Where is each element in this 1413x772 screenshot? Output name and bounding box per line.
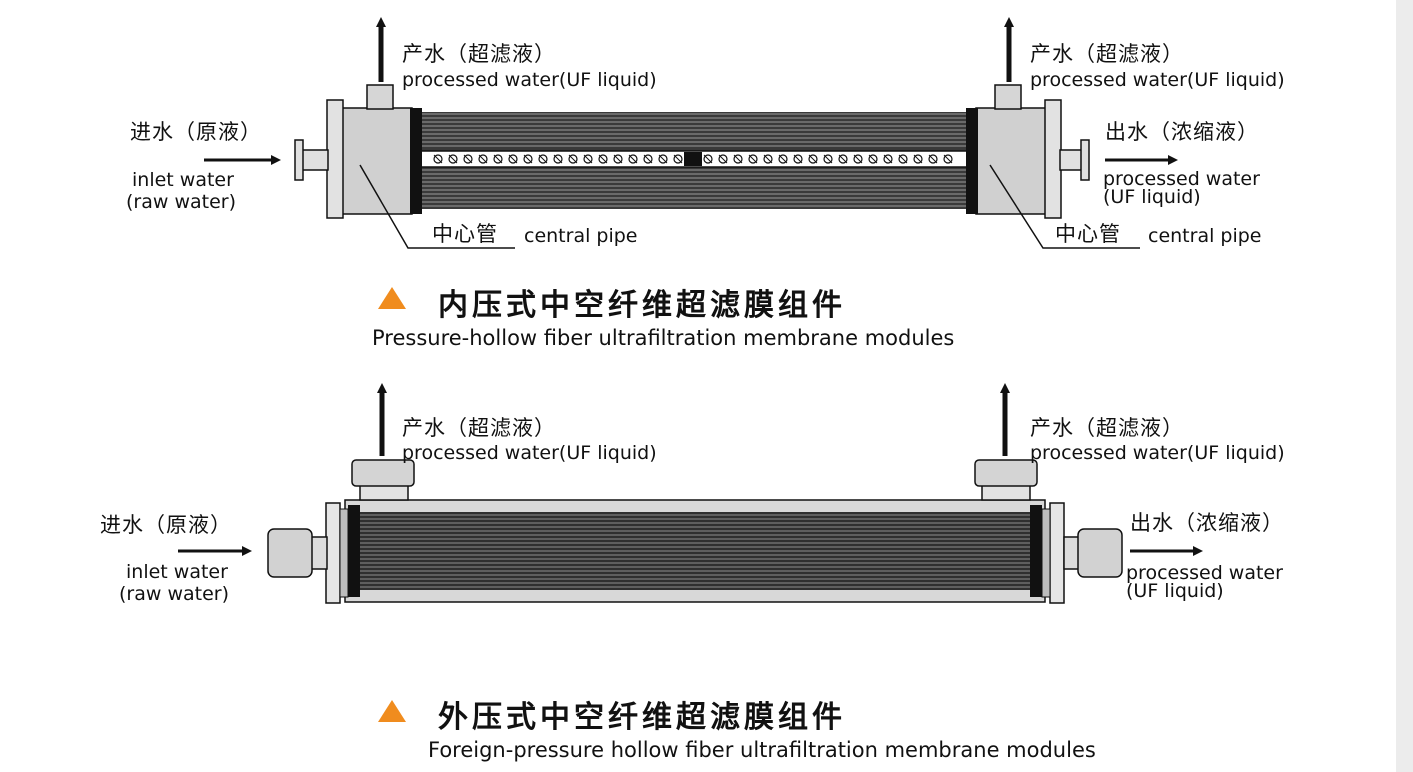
pipe-perforation-mark — [733, 154, 743, 164]
outer-left-outlet-label-en: processed water(UF liquid) — [402, 442, 657, 464]
pipe-perforation-mark — [553, 154, 563, 164]
pipe-perforation-mark — [643, 154, 653, 164]
pipe-perforation-mark — [568, 154, 578, 164]
inner-exit-label-zh: 出水（浓缩液） — [1105, 120, 1259, 144]
inner-left-pipe-label-zh: 中心管 — [432, 222, 498, 246]
pipe-center-coupling — [684, 152, 702, 166]
pipe-perforation-mark — [583, 154, 593, 164]
inner-left-outlet-label-zh: 产水（超滤液） — [402, 42, 556, 66]
inner-inlet-label-en-2: (raw water) — [126, 191, 236, 213]
pipe-perforation-mark — [943, 154, 953, 164]
inner-left-flange — [326, 99, 344, 219]
pipe-perforation-mark — [658, 154, 668, 164]
outer-fiber-lines — [360, 514, 1030, 588]
pipe-perforation-mark — [853, 154, 863, 164]
inner-right-flange — [1044, 99, 1062, 219]
outer-title-en: Foreign-pressure hollow fiber ultrafiltr… — [428, 738, 1096, 762]
outer-exit-label-en-1: processed water — [1126, 562, 1283, 584]
pipe-perforation-mark — [838, 154, 848, 164]
outer-right-flange-inner — [1041, 508, 1051, 598]
inner-inlet-label-zh: 进水（原液） — [130, 120, 262, 144]
pipe-perforation-mark — [928, 154, 938, 164]
outer-right-outlet-label-zh: 产水（超滤液） — [1030, 416, 1184, 440]
pipe-perforation-mark — [463, 154, 473, 164]
pipe-perforation-mark — [793, 154, 803, 164]
outer-pressure-module — [178, 383, 1203, 604]
inner-left-header — [341, 107, 413, 215]
pipe-perforation-mark — [778, 154, 788, 164]
inner-right-header — [975, 107, 1047, 215]
outer-left-outlet-nozzle — [351, 459, 415, 487]
outer-left-outlet-label-zh: 产水（超滤液） — [402, 416, 556, 440]
inner-right-outlet-label-en: processed water(UF liquid) — [1030, 69, 1285, 91]
inner-inlet-pipe-stub — [301, 149, 329, 171]
outer-inlet-port — [267, 528, 313, 578]
inner-title-zh: 内压式中空纤维超滤膜组件 — [438, 288, 846, 323]
outer-exit-label-en-2: (UF liquid) — [1126, 580, 1224, 602]
inner-title-en: Pressure-hollow fiber ultrafiltration me… — [372, 326, 955, 350]
pipe-perforation-mark — [613, 154, 623, 164]
inner-fiber-lines — [420, 113, 968, 207]
outer-exit-label-zh: 出水（浓缩液） — [1130, 511, 1284, 535]
outer-left-flange-inner — [339, 508, 349, 598]
outer-inlet-label-en-1: inlet water — [126, 561, 228, 583]
pipe-perforation-mark — [448, 154, 458, 164]
outer-right-outlet-nozzle — [974, 459, 1038, 487]
inner-pipe-perforations — [433, 152, 953, 166]
inner-right-potting — [966, 108, 978, 214]
pipe-perforation-mark — [763, 154, 773, 164]
pipe-perforation-mark — [538, 154, 548, 164]
pipe-perforation-mark — [868, 154, 878, 164]
pipe-perforation-mark — [913, 154, 923, 164]
outer-left-flange — [325, 502, 341, 604]
pipe-perforation-mark — [823, 154, 833, 164]
inner-exit-label-en-1: processed water — [1103, 168, 1260, 190]
outer-right-flange — [1049, 502, 1065, 604]
inner-right-pipe-leader — [989, 164, 1140, 249]
pipe-perforation-mark — [493, 154, 503, 164]
pipe-perforation-mark — [508, 154, 518, 164]
pipe-perforation-mark — [478, 154, 488, 164]
inner-inlet-label-en-1: inlet water — [132, 169, 234, 191]
inner-exit-pipe-cap — [1080, 139, 1090, 181]
inner-inlet-pipe-cap — [294, 139, 304, 181]
outer-right-outlet-label-en: processed water(UF liquid) — [1030, 442, 1285, 464]
inner-pressure-module — [204, 17, 1178, 249]
outer-exit-port — [1077, 528, 1123, 578]
inner-exit-pipe-stub — [1059, 149, 1083, 171]
pipe-perforation-mark — [673, 154, 683, 164]
pipe-perforation-mark — [808, 154, 818, 164]
outer-left-potting — [348, 505, 360, 597]
pipe-perforation-mark — [898, 154, 908, 164]
pipe-perforation-mark — [883, 154, 893, 164]
inner-right-pipe-label-zh: 中心管 — [1055, 222, 1121, 246]
pipe-perforation-mark — [433, 154, 443, 164]
pipe-perforation-mark — [523, 154, 533, 164]
inner-right-pipe-label-en: central pipe — [1148, 225, 1262, 247]
inner-title-triangle-icon — [378, 287, 406, 309]
outer-title-triangle-icon — [378, 700, 406, 722]
pipe-perforation-mark — [748, 154, 758, 164]
outer-right-potting — [1030, 505, 1042, 597]
inner-right-outlet-label-zh: 产水（超滤液） — [1030, 42, 1184, 66]
inner-left-potting — [410, 108, 422, 214]
outer-inlet-label-zh: 进水（原液） — [100, 513, 232, 537]
outer-title-zh: 外压式中空纤维超滤膜组件 — [438, 700, 846, 735]
pipe-perforation-mark — [628, 154, 638, 164]
outer-inlet-label-en-2: (raw water) — [119, 583, 229, 605]
pipe-perforation-mark — [598, 154, 608, 164]
inner-left-outlet-nozzle — [366, 84, 394, 110]
pipe-perforation-mark — [703, 154, 713, 164]
inner-left-pipe-label-en: central pipe — [524, 225, 638, 247]
inner-left-pipe-leader — [359, 164, 515, 249]
inner-right-outlet-nozzle — [994, 84, 1022, 110]
page-edge-strip — [1396, 0, 1413, 772]
inner-left-outlet-label-en: processed water(UF liquid) — [402, 69, 657, 91]
pipe-perforation-mark — [718, 154, 728, 164]
inner-exit-label-en-2: (UF liquid) — [1103, 186, 1201, 208]
